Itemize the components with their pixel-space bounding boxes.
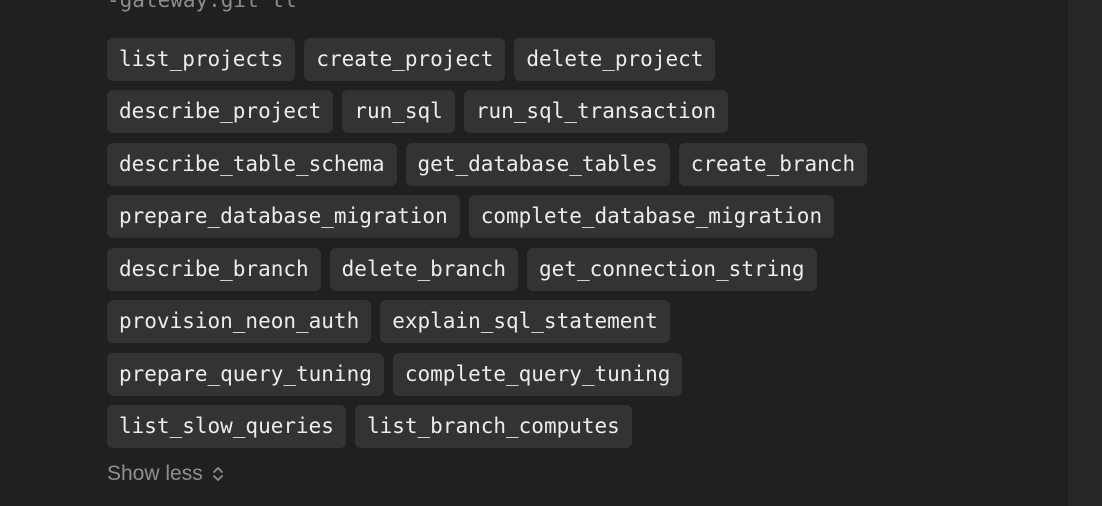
tool-chip-complete-query-tuning[interactable]: complete_query_tuning [392,353,683,396]
tool-chip-describe-table-schema[interactable]: describe_table_schema [107,143,397,186]
tool-chip-list-branch-computes[interactable]: list_branch_computes [354,405,632,448]
tool-chip-describe-project[interactable]: describe_project [107,90,334,133]
tool-chip-list-projects[interactable]: list_projects [107,38,296,81]
tool-chip-run-sql-transaction[interactable]: run_sql_transaction [463,90,729,133]
tool-chip-explain-sql-statement[interactable]: explain_sql_statement [380,300,670,343]
tool-chip-list-slow-queries[interactable]: list_slow_queries [107,405,346,448]
tool-chip-create-branch[interactable]: create_branch [678,143,868,186]
tool-chip-create-project[interactable]: create_project [304,38,506,81]
clipped-repository-text: -gateway.git tl [107,0,297,12]
show-less-label: Show less [107,462,203,485]
tool-chip-complete-database-migration[interactable]: complete_database_migration [468,195,835,238]
tool-chip-prepare-database-migration[interactable]: prepare_database_migration [107,195,460,238]
show-less-button[interactable]: Show less [107,462,225,486]
tool-chip-get-database-tables[interactable]: get_database_tables [405,143,670,186]
tool-chip-delete-branch[interactable]: delete_branch [329,248,519,291]
chevron-up-down-icon [212,467,223,481]
tool-chip-describe-branch[interactable]: describe_branch [107,248,321,291]
tool-chip-delete-project[interactable]: delete_project [514,38,716,81]
tool-chip-get-connection-string[interactable]: get_connection_string [527,248,817,291]
tool-chip-run-sql[interactable]: run_sql [342,90,455,133]
tool-chip-prepare-query-tuning[interactable]: prepare_query_tuning [107,353,384,396]
right-scroll-rail [1068,0,1102,506]
tool-chip-provision-neon-auth[interactable]: provision_neon_auth [107,300,372,343]
